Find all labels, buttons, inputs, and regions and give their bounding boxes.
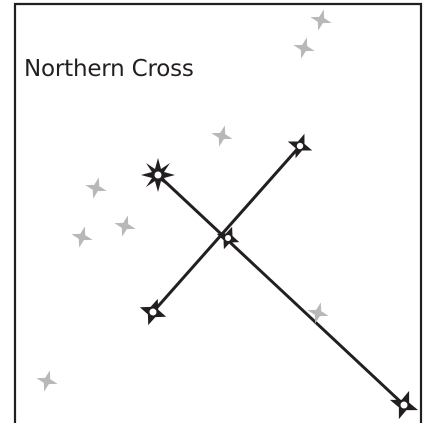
faint-star-icon — [308, 7, 335, 34]
faint-star-icon — [209, 123, 236, 150]
faint-star-icon — [34, 368, 61, 395]
faint-star-icon — [83, 175, 110, 202]
faint-star-icon — [69, 224, 96, 251]
frame-border — [15, 4, 421, 423]
faint-star-icon — [305, 300, 332, 327]
faint-star-icon — [291, 35, 318, 62]
faint-star-icon — [112, 213, 139, 240]
burst-star-icon — [141, 158, 175, 192]
constellation-line-long-arm — [158, 175, 404, 405]
